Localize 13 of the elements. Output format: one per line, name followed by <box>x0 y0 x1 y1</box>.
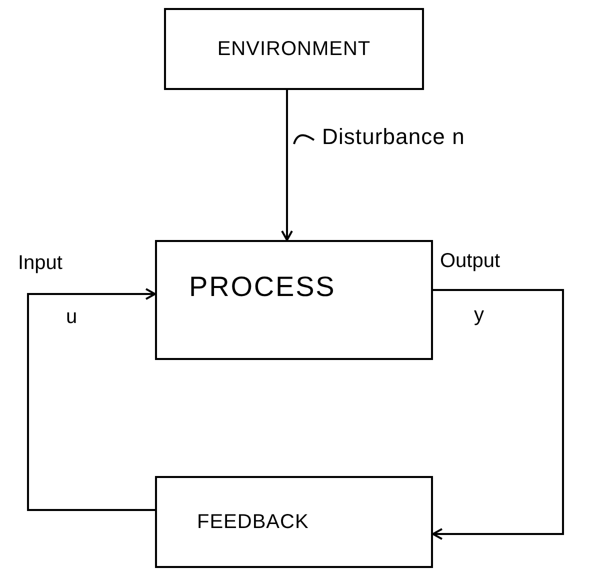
process-box <box>155 240 433 360</box>
box-label: PROCESS <box>189 270 336 304</box>
process-box <box>155 476 433 568</box>
box-label: ENVIRONMENT <box>217 37 371 62</box>
signal-label: u <box>66 305 78 330</box>
arrow <box>432 289 564 540</box>
process-box <box>164 8 424 90</box>
signal-label: Output <box>440 249 500 274</box>
signal-label: y <box>474 303 484 328</box>
arrow <box>281 90 293 241</box>
box-label: FEEDBACK <box>197 510 309 535</box>
arrow <box>27 288 156 511</box>
signal-label: Input <box>18 251 62 276</box>
